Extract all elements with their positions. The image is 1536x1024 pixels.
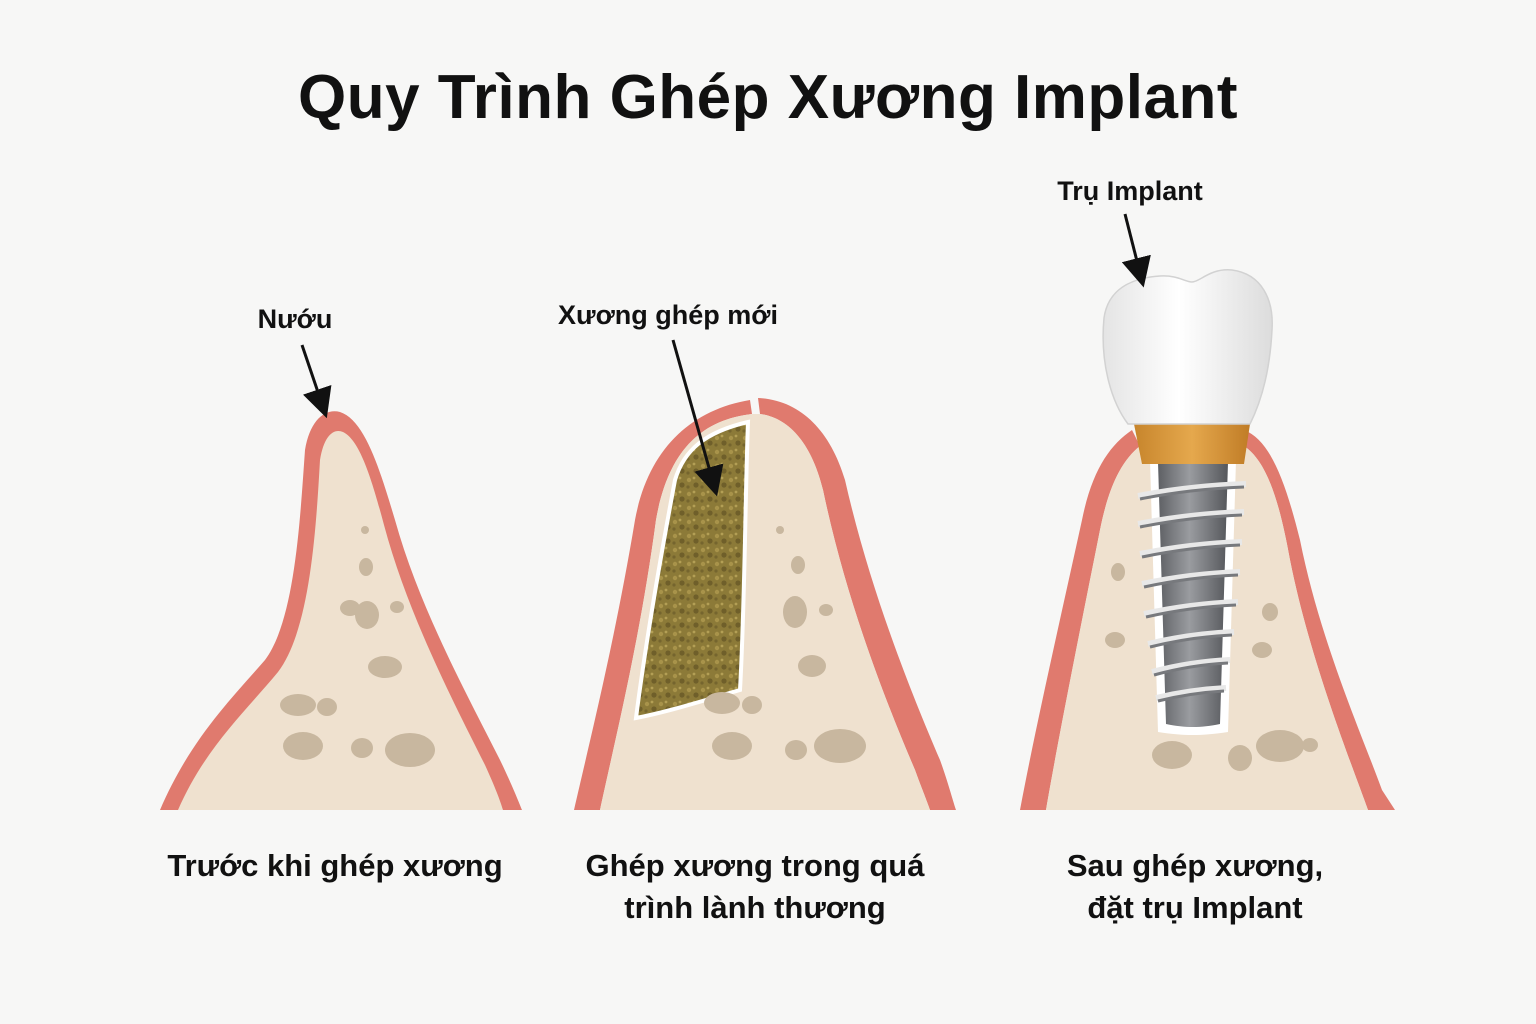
caption-before-graft: Trước khi ghép xương <box>130 845 540 887</box>
panel-implant-placed: Trụ Implant <box>1020 176 1395 810</box>
caption-line: đặt trụ Implant <box>1087 890 1303 925</box>
bone-body <box>178 430 503 810</box>
panel-before-graft: Nướu <box>160 304 522 810</box>
caption-graft-healing: Ghép xương trong quá trình lành thương <box>545 845 965 929</box>
graft-arrow <box>671 339 724 497</box>
implant-arrow <box>1121 213 1151 288</box>
bone-spots <box>280 526 435 767</box>
gum-outline-right <box>758 398 956 810</box>
implant-collar <box>1134 424 1250 464</box>
gum-outline-right <box>1244 430 1395 810</box>
callout-implant: Trụ Implant <box>1057 176 1203 206</box>
caption-line: trình lành thương <box>624 890 886 925</box>
callout-gum: Nướu <box>258 304 333 334</box>
caption-line: Trước khi ghép xương <box>167 848 503 883</box>
gum-outline <box>574 400 752 810</box>
panel-graft-healing: Xương ghép mới <box>558 300 956 810</box>
page-title: Quy Trình Ghép Xương Implant <box>297 63 1238 132</box>
gum-arrow <box>300 344 332 419</box>
implant-crown <box>1102 269 1273 425</box>
bone-spots <box>1105 563 1318 771</box>
caption-line: Sau ghép xương, <box>1066 848 1324 883</box>
gum-outline <box>1020 430 1140 810</box>
bone-spots <box>704 526 866 763</box>
caption-line: Ghép xương trong quá <box>585 848 925 883</box>
caption-implant-placed: Sau ghép xương, đặt trụ Implant <box>990 845 1400 929</box>
implant-screw <box>1137 460 1247 735</box>
callout-bone-graft: Xương ghép mới <box>558 300 778 330</box>
